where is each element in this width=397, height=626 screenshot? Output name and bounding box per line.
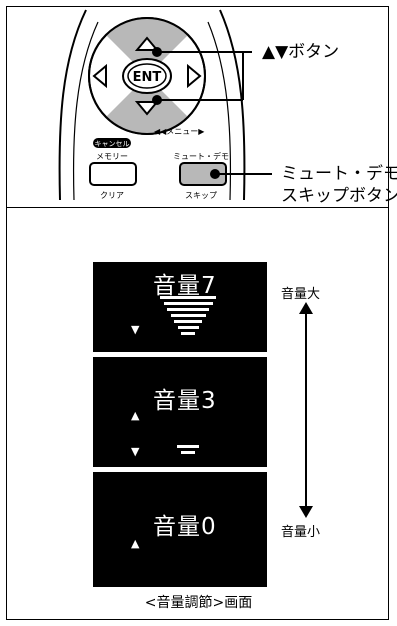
up-button[interactable] bbox=[134, 36, 160, 51]
skip-label: スキップ bbox=[185, 191, 217, 200]
volume-panel-0: 音量0 ▲ bbox=[93, 472, 267, 587]
volume-label: 音量0 bbox=[153, 514, 217, 540]
volume-bars bbox=[160, 296, 216, 338]
volume-bar bbox=[170, 314, 206, 317]
remote-illustration: ENT ◀◀メニュー▶ キャンセル メモリー ミュート・デモ クリア スキップ bbox=[58, 9, 272, 201]
volume-bar bbox=[163, 302, 213, 305]
volume-min-label: 音量小 bbox=[281, 525, 321, 540]
right-button[interactable] bbox=[187, 63, 202, 89]
mute-demo-label: ミュート・デモ bbox=[173, 151, 229, 161]
mute-demo-callout-line2: スキップボタン bbox=[281, 186, 397, 206]
memory-clear-button[interactable] bbox=[89, 162, 137, 186]
volume-menu-label: ◀◀メニュー▶ bbox=[154, 127, 205, 136]
volume-panel-3: 音量3 ▲ ▼ bbox=[93, 357, 267, 467]
volume-max-label: 音量大 bbox=[281, 287, 321, 302]
clear-label: クリア bbox=[100, 191, 124, 200]
down-indicator-icon: ▼ bbox=[131, 445, 140, 458]
volume-label: 音量7 bbox=[153, 273, 217, 299]
volume-bar bbox=[174, 320, 202, 323]
volume-bar bbox=[181, 451, 195, 454]
memory-label: メモリー bbox=[96, 152, 128, 161]
mute-demo-callout-line1: ミュート・デモ/ bbox=[281, 164, 397, 184]
left-button[interactable] bbox=[92, 63, 107, 89]
volume-panel-7: 音量7 ▼ bbox=[93, 262, 267, 352]
volume-bar bbox=[177, 445, 199, 448]
up-indicator-icon: ▲ bbox=[131, 537, 140, 550]
figure-caption: <音量調節>画面 bbox=[144, 595, 253, 611]
updown-button-callout: ▲▼ボタン bbox=[262, 42, 340, 62]
down-button[interactable] bbox=[134, 101, 160, 116]
volume-label: 音量3 bbox=[153, 388, 217, 414]
figure-frame bbox=[6, 6, 389, 620]
down-indicator-icon: ▼ bbox=[131, 323, 140, 336]
enter-button[interactable] bbox=[122, 58, 172, 94]
up-indicator-icon: ▲ bbox=[131, 409, 140, 422]
volume-bars bbox=[177, 445, 199, 457]
volume-bar bbox=[160, 296, 216, 299]
divider bbox=[6, 207, 389, 208]
volume-bar bbox=[177, 326, 199, 329]
volume-bar bbox=[167, 308, 209, 311]
enter-label: ENT bbox=[133, 70, 162, 85]
cancel-badge: キャンセル bbox=[95, 140, 130, 148]
volume-scale-arrow-icon bbox=[299, 302, 313, 518]
volume-bar bbox=[181, 332, 195, 335]
